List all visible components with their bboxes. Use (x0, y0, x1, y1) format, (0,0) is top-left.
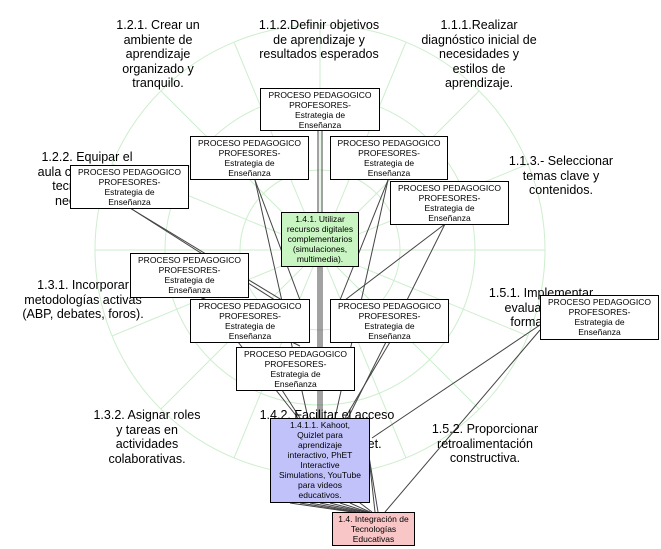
label-1-1-3: 1.1.3.- Seleccionar temas clave y conten… (508, 154, 614, 197)
node-text-line: 1.4.1. Utilizar (295, 214, 345, 224)
process-box[interactable]: PROCESO PEDAGOGICO PROFESORES- Estrategi… (130, 253, 249, 298)
process-box-line: PROFESORES- (264, 359, 327, 369)
node-text-line: 1.4.1.1. Kahoot, (289, 420, 351, 430)
process-box-line: PROCESO PEDAGOGICO (244, 349, 347, 359)
process-box[interactable]: PROCESO PEDAGOGICO PROFESORES- Estrategi… (390, 181, 509, 225)
process-box-line: Estrategia de (363, 158, 415, 168)
process-box-line: PROCESO PEDAGOGICO (78, 167, 181, 177)
process-box[interactable]: PROCESO PEDAGOGICO PROFESORES- Estrategi… (330, 299, 449, 343)
process-box-line: PROFESORES- (568, 307, 631, 317)
process-box[interactable]: PROCESO PEDAGOGICO PROFESORES- Estrategi… (260, 88, 380, 131)
process-box-line: Enseñanza (274, 379, 317, 389)
process-box-line: Enseñanza (578, 327, 621, 337)
node-text-line: complementarios (287, 234, 353, 244)
connector-line (349, 502, 371, 513)
connector-line (289, 502, 353, 513)
label-1-3-2: 1.3.2. Asignar roles y tareas en activid… (93, 408, 201, 466)
connector-line (344, 341, 391, 419)
connector-line (339, 179, 389, 301)
process-box[interactable]: PROCESO PEDAGOGICO PROFESORES- Estrategi… (190, 299, 310, 343)
process-box-line: PROCESO PEDAGOGICO (337, 138, 441, 148)
process-box-line: Estrategia de (294, 110, 346, 120)
label-1-2-1: 1.2.1. Crear un ambiente de aprendizaje … (116, 18, 200, 90)
process-box-line: Estrategia de (364, 321, 415, 331)
process-box-line: PROFESORES- (358, 148, 420, 158)
node-text-line: recursos digitales (286, 224, 354, 234)
process-box-line: Enseñanza (367, 168, 411, 178)
node-text-line: 1.4. Integración de (338, 514, 409, 524)
connector-line (339, 502, 369, 513)
process-box-line: PROFESORES- (98, 177, 161, 187)
process-box-line: Estrategia de (424, 203, 475, 213)
process-box-line: PROCESO PEDAGOGICO (198, 138, 301, 148)
label-1-5-2: 1.5.2. Proporcionar retroalimentación co… (431, 422, 539, 465)
node-1-4-1[interactable]: 1.4.1. Utilizar recursos digitales compl… (281, 212, 359, 267)
label-1-3-1: 1.3.1. Incorporar metodologías activas (… (22, 278, 144, 321)
connector-line (299, 502, 357, 513)
node-text-line: Tecnologías (350, 524, 397, 534)
node-text-line: Quizlet para (297, 430, 343, 440)
process-box[interactable]: PROCESO PEDAGOGICO PROFESORES- Estrategi… (330, 136, 448, 180)
process-box-line: Enseñanza (368, 331, 411, 341)
process-box-line: PROFESORES- (158, 265, 221, 275)
process-box-line: Estrategia de (164, 275, 215, 285)
process-box-line: PROCESO PEDAGOGICO (138, 255, 241, 265)
process-box-line: Enseñanza (228, 331, 272, 341)
root-node-1-4[interactable]: 1.4. Integración de Tecnologías Educativ… (332, 512, 415, 546)
connector-line (319, 502, 365, 513)
connector-line (329, 502, 367, 513)
node-text-line: Simulations, YouTube (279, 470, 361, 480)
label-1-1-1: 1.1.1.Realizar diagnóstico inicial de ne… (421, 18, 537, 90)
process-box[interactable]: PROCESO PEDAGOGICO PROFESORES- Estrategi… (540, 295, 659, 340)
node-text-line: (simulaciones, (292, 244, 348, 254)
node-text-line: multimedia). (296, 254, 344, 264)
node-1-4-1-1[interactable]: 1.4.1.1. Kahoot, Quizlet para aprendizaj… (270, 418, 370, 503)
process-box-line: PROFESORES- (218, 148, 281, 158)
process-box[interactable]: PROCESO PEDAGOGICO PROFESORES- Estrategi… (190, 136, 309, 180)
node-text-line: Educativas (352, 534, 395, 544)
label-1-1-2: 1.1.2.Definir objetivos de aprendizaje y… (258, 18, 380, 61)
connector-line (309, 502, 361, 513)
process-box-line: PROFESORES- (289, 100, 351, 110)
process-box-line: Enseñanza (428, 213, 471, 223)
process-box-line: Estrategia de (574, 317, 625, 327)
process-box-line: PROFESORES- (219, 311, 281, 321)
process-box-line: Enseñanza (298, 120, 342, 130)
process-box[interactable]: PROCESO PEDAGOGICO PROFESORES- Estrategi… (70, 165, 189, 209)
connector-line (281, 389, 301, 419)
process-box-line: PROCESO PEDAGOGICO (398, 183, 501, 193)
connector-line (384, 329, 541, 513)
process-box-line: Estrategia de (224, 321, 276, 331)
connector-line (344, 223, 446, 301)
connector-line (359, 502, 373, 513)
process-box-line: Enseñanza (228, 168, 271, 178)
connector-line (254, 179, 301, 301)
process-box-line: Enseñanza (168, 285, 211, 295)
node-text-line: educativos. (298, 490, 342, 500)
process-box-line: PROCESO PEDAGOGICO (338, 301, 441, 311)
process-box-line: PROFESORES- (358, 311, 421, 321)
process-box-line: Estrategia de (224, 158, 275, 168)
connector-line (371, 324, 541, 439)
process-box-line: Estrategia de (270, 369, 321, 379)
node-text-line: para videos (298, 480, 342, 490)
process-box-line: PROCESO PEDAGOGICO (268, 90, 372, 100)
process-box-line: PROCESO PEDAGOGICO (198, 301, 302, 311)
process-box-line: PROFESORES- (418, 193, 481, 203)
process-box-line: Estrategia de (104, 187, 155, 197)
process-box[interactable]: PROCESO PEDAGOGICO PROFESORES- Estrategi… (236, 347, 355, 391)
node-text-line: aprendizaje (298, 440, 342, 450)
process-box-line: Enseñanza (108, 197, 151, 207)
node-text-line: interactivo, PhET (287, 450, 353, 460)
process-box-line: PROCESO PEDAGOGICO (548, 297, 651, 307)
node-text-line: Interactive (300, 460, 340, 470)
